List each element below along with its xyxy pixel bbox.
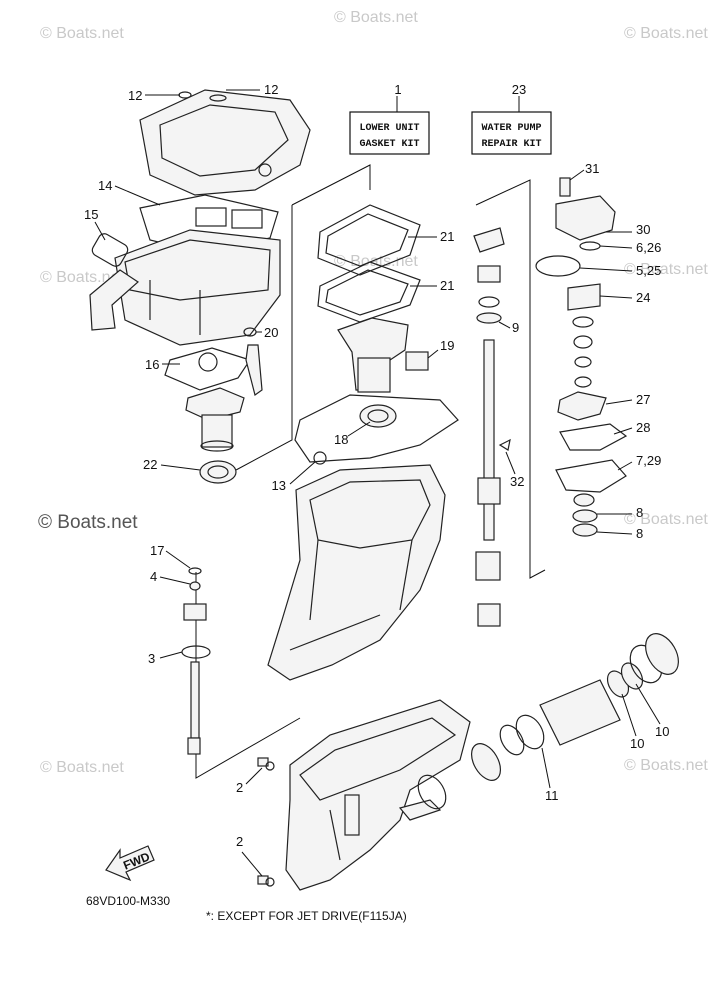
callout-8: 8 (636, 505, 643, 520)
prop-shaft-assembly (417, 633, 679, 810)
oil-seal-22 (199, 460, 237, 484)
watermark: © Boats.net (624, 261, 708, 278)
watermark: © Boats.net (334, 253, 418, 270)
watermark: © Boats.net (624, 25, 708, 42)
callout-27: 27 (636, 392, 650, 407)
callout-11: 11 (545, 788, 559, 803)
callout-17: 17 (150, 543, 164, 558)
callout-1: 1 (394, 82, 401, 97)
pipe-15 (89, 269, 139, 331)
callout-8: 8 (636, 526, 643, 541)
diagram-code: 68VD100-M330 (86, 894, 170, 908)
water-pump-repair-kit-box: WATER PUMP REPAIR KIT (471, 111, 552, 155)
callout-23: 23 (512, 82, 526, 97)
callout-20: 20 (264, 325, 278, 340)
callout-10: 10 (630, 736, 644, 751)
upper-case (267, 464, 446, 681)
watermark: © Boats.net (334, 9, 418, 26)
watermark: © Boats.net (40, 25, 124, 42)
footnote: *: EXCEPT FOR JET DRIVE(F115JA) (206, 909, 407, 923)
kit-label-line2: GASKET KIT (359, 139, 419, 150)
exhaust-adapter (185, 387, 245, 452)
callout-7-29: 7,29 (636, 453, 661, 468)
callout-21: 21 (440, 278, 454, 293)
callout-22: 22 (143, 457, 157, 472)
watermark: © Boats.net (624, 511, 708, 528)
callout-24: 24 (636, 290, 650, 305)
fwd-arrow-icon: FWD (105, 845, 155, 882)
callout-16: 16 (145, 357, 159, 372)
callout-14: 14 (98, 178, 112, 193)
oil-pan (114, 229, 281, 346)
group-brackets (195, 164, 546, 779)
fwd-label: FWD (121, 849, 152, 872)
o-ring-15 (91, 233, 129, 267)
upper-casing (139, 89, 311, 196)
lower-gear-case (285, 699, 471, 891)
callout-12: 12 (128, 88, 142, 103)
callout-32: 32 (510, 474, 524, 489)
drive-housing (337, 317, 429, 393)
lower-unit-gasket-kit-box: LOWER UNIT GASKET KIT (349, 111, 430, 155)
gasket-14 (139, 194, 279, 253)
callout-15: 15 (84, 207, 98, 222)
pipe (245, 344, 263, 396)
oil-seal-18 (359, 404, 397, 428)
watermark-prominent: © Boats.net (38, 512, 138, 533)
callout-13: 13 (272, 478, 286, 493)
callout-2: 2 (236, 834, 243, 849)
callout-18: 18 (334, 432, 348, 447)
kit-label-line2: REPAIR KIT (481, 139, 541, 150)
drive-shaft (473, 227, 511, 627)
callout-5-25: 5,25 (636, 263, 661, 278)
watermark: © Boats.net (40, 269, 124, 286)
callout-12: 12 (264, 82, 278, 97)
gaskets-21 (317, 204, 421, 323)
block-19 (405, 351, 429, 371)
callout-2: 2 (236, 780, 243, 795)
callout-4: 4 (150, 569, 157, 584)
callout-30: 30 (636, 222, 650, 237)
gasket-13 (294, 394, 459, 463)
callout-21: 21 (440, 229, 454, 244)
callout-28: 28 (636, 420, 650, 435)
callouts: 1 23 12 12 14 15 16 20 22 13 21 21 19 18… (84, 82, 669, 877)
gasket-16 (164, 347, 251, 391)
callout-3: 3 (148, 651, 155, 666)
callout-10: 10 (655, 724, 669, 739)
kit-label-line1: WATER PUMP (481, 123, 541, 134)
bolts-2 (257, 757, 275, 887)
kit-label-line1: LOWER UNIT (359, 123, 419, 134)
water-pump-parts (535, 177, 628, 537)
watermark: © Boats.net (624, 757, 708, 774)
callout-19: 19 (440, 338, 454, 353)
callout-9: 9 (512, 320, 519, 335)
watermark: © Boats.net (40, 759, 124, 776)
callout-31: 31 (585, 161, 599, 176)
callout-6-26: 6,26 (636, 240, 661, 255)
